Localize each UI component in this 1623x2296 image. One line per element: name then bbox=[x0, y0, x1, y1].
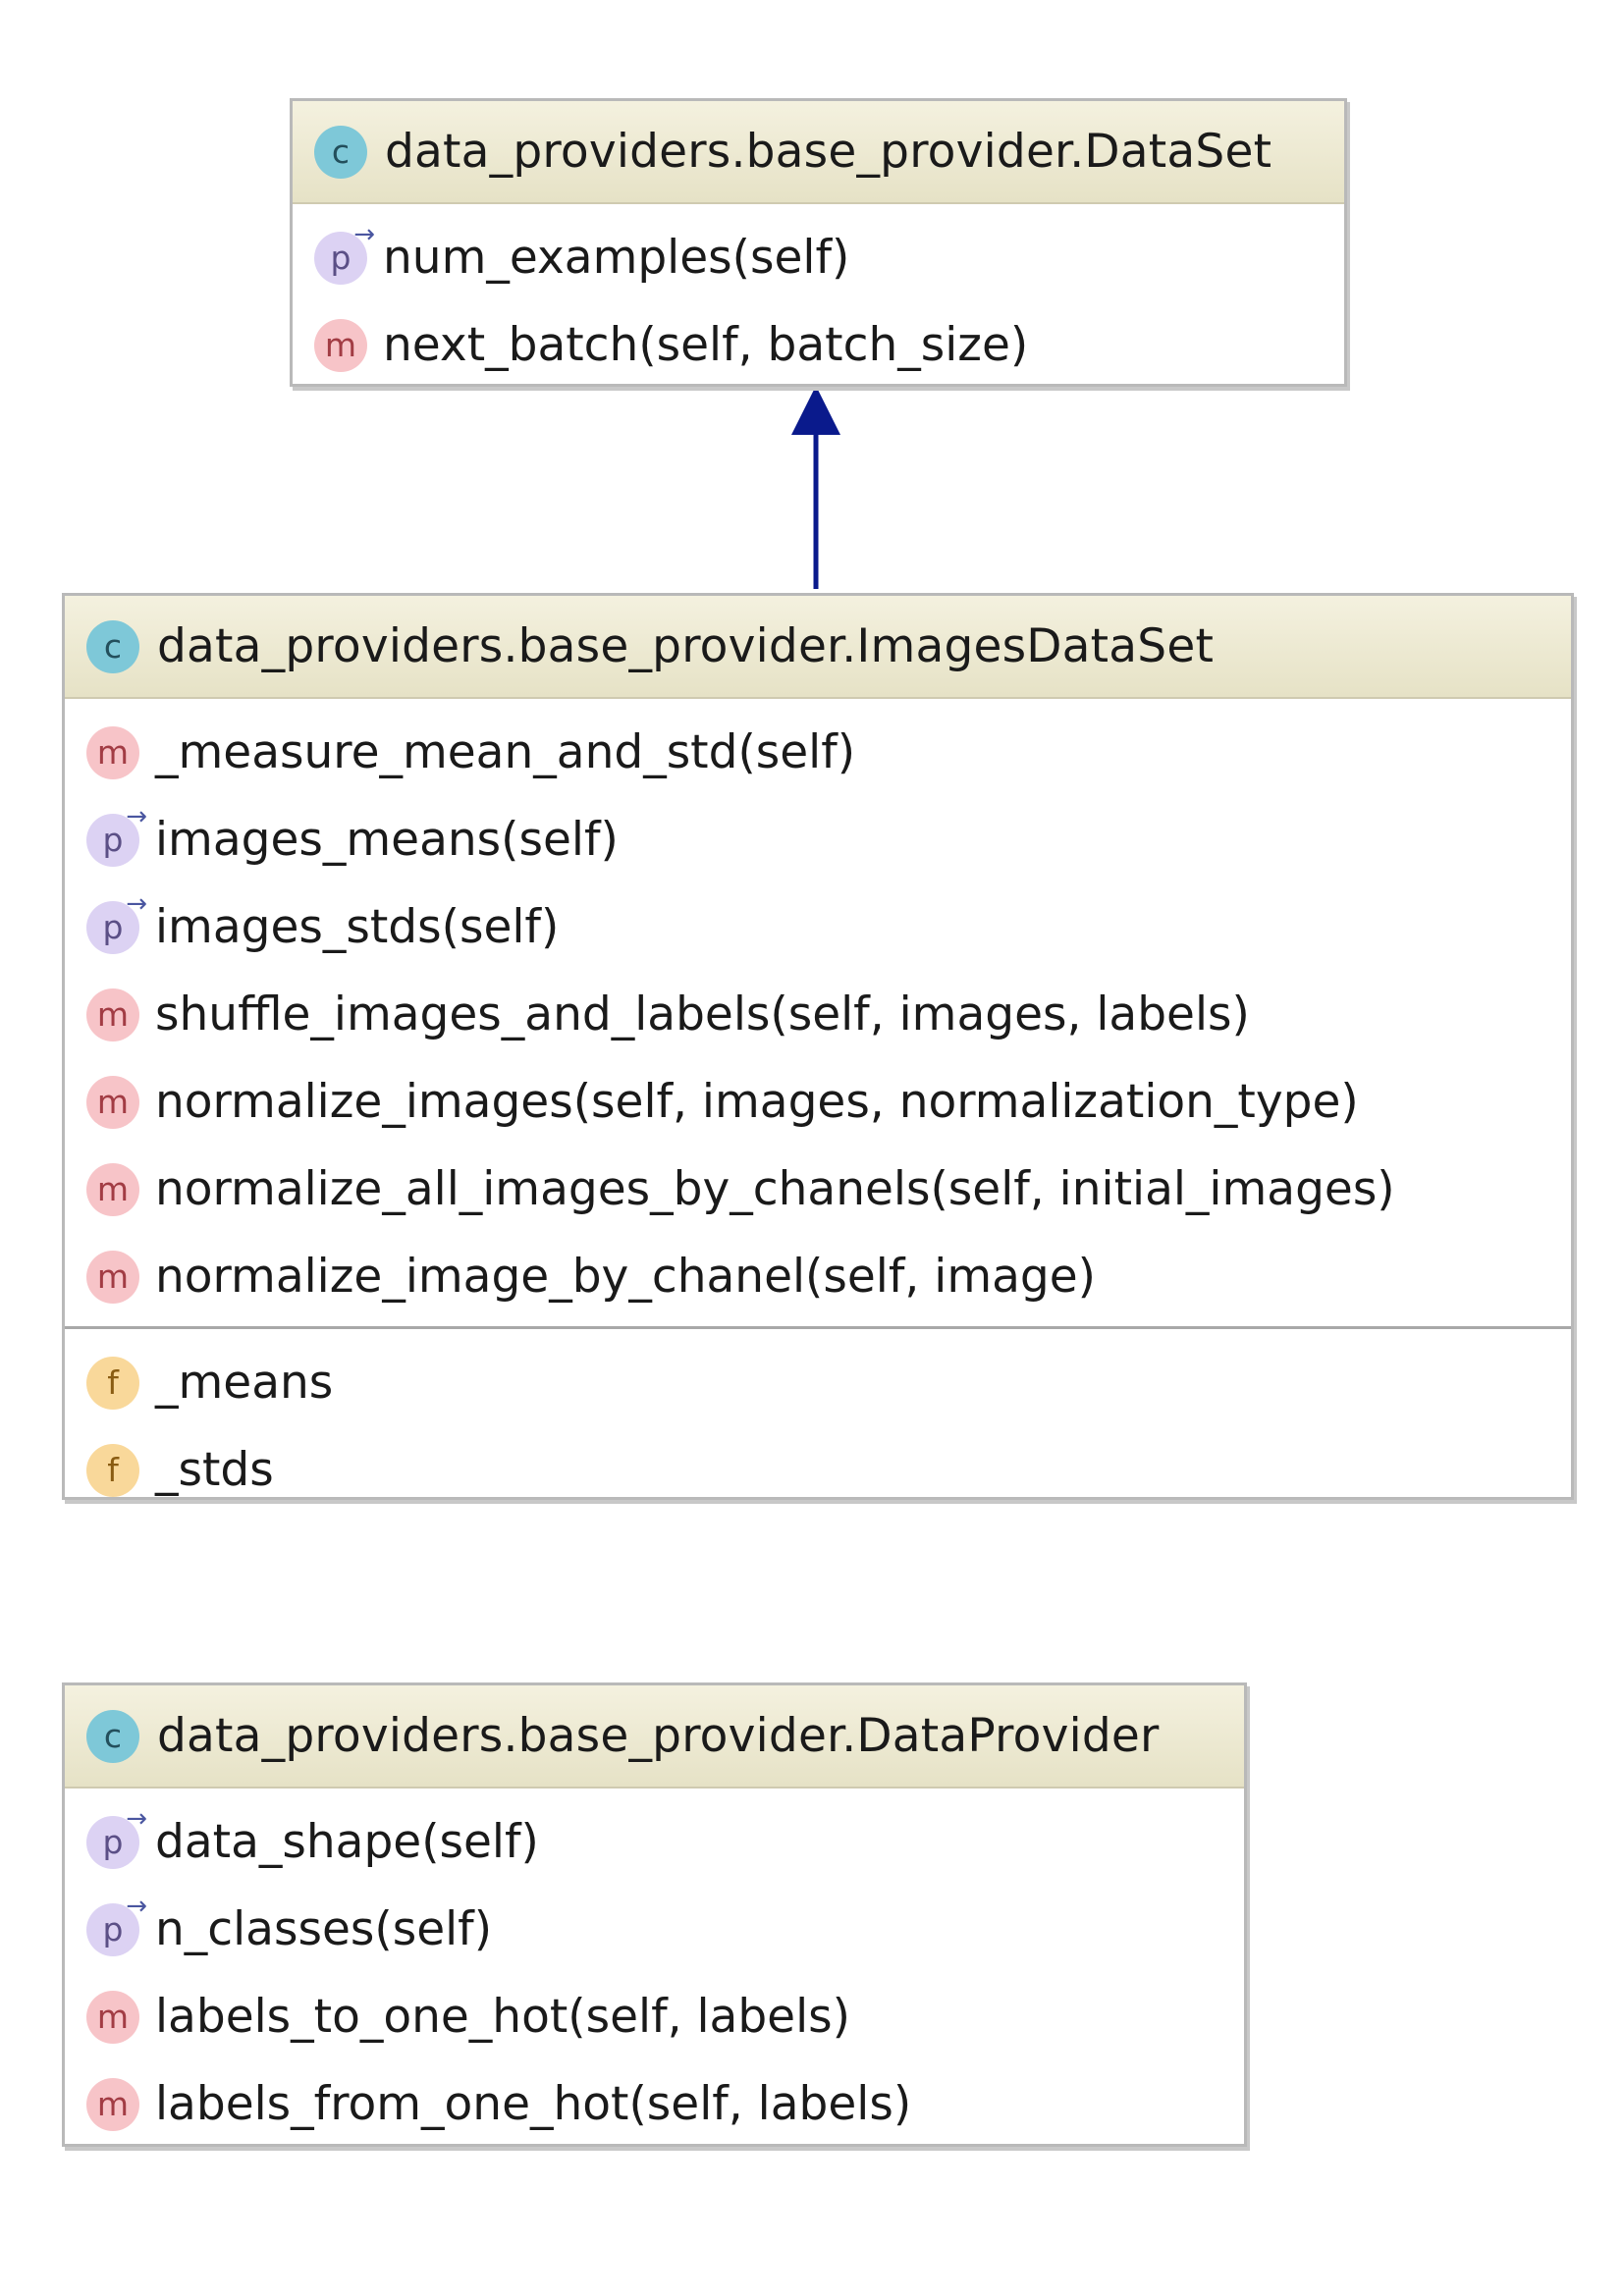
class-title: data_providers.base_provider.DataProvide… bbox=[157, 1709, 1160, 1763]
method-icon: m bbox=[86, 1250, 139, 1304]
property-icon: p→ bbox=[86, 804, 147, 867]
method-list: m _measure_mean_and_std(self) p→ images_… bbox=[65, 699, 1571, 1326]
member-label: data_shape(self) bbox=[155, 1815, 539, 1869]
method-item[interactable]: m normalize_images(self, images, normali… bbox=[65, 1058, 1571, 1146]
class-header: c data_providers.base_provider.DataProvi… bbox=[65, 1685, 1244, 1789]
member-label: _stds bbox=[155, 1443, 274, 1497]
property-item[interactable]: p→ images_means(self) bbox=[65, 796, 1571, 883]
property-icon: p→ bbox=[86, 1806, 147, 1869]
method-list: p→ num_examples(self) m next_batch(self,… bbox=[293, 204, 1344, 395]
class-icon: c bbox=[86, 1709, 139, 1763]
method-icon: m bbox=[86, 725, 139, 779]
method-list: p→ data_shape(self) p→ n_classes(self) m… bbox=[65, 1789, 1244, 2154]
property-item[interactable]: p→ num_examples(self) bbox=[293, 214, 1344, 301]
property-icon: p→ bbox=[86, 891, 147, 954]
field-list: f _means f _stds bbox=[65, 1326, 1571, 1520]
field-icon: f bbox=[86, 1356, 139, 1410]
method-icon: m bbox=[86, 2077, 139, 2131]
property-item[interactable]: p→ n_classes(self) bbox=[65, 1886, 1244, 1973]
inheritance-arrowhead bbox=[791, 386, 840, 435]
property-item[interactable]: p→ data_shape(self) bbox=[65, 1798, 1244, 1886]
class-header: c data_providers.base_provider.ImagesDat… bbox=[65, 596, 1571, 699]
member-label: normalize_image_by_chanel(self, image) bbox=[155, 1250, 1097, 1304]
member-label: next_batch(self, batch_size) bbox=[383, 318, 1029, 372]
member-label: n_classes(self) bbox=[155, 1902, 493, 1956]
method-item[interactable]: m labels_to_one_hot(self, labels) bbox=[65, 1973, 1244, 2060]
field-item[interactable]: f _means bbox=[65, 1339, 1571, 1426]
member-label: labels_to_one_hot(self, labels) bbox=[155, 1990, 850, 2044]
class-imagesdataset[interactable]: c data_providers.base_provider.ImagesDat… bbox=[62, 593, 1574, 1500]
member-label: images_means(self) bbox=[155, 813, 619, 867]
member-label: normalize_all_images_by_chanels(self, in… bbox=[155, 1162, 1395, 1216]
member-label: num_examples(self) bbox=[383, 231, 850, 285]
member-label: images_stds(self) bbox=[155, 900, 560, 954]
class-icon: c bbox=[314, 125, 367, 179]
method-item[interactable]: m labels_from_one_hot(self, labels) bbox=[65, 2060, 1244, 2148]
method-item[interactable]: m normalize_image_by_chanel(self, image) bbox=[65, 1233, 1571, 1320]
method-item[interactable]: m _measure_mean_and_std(self) bbox=[65, 709, 1571, 796]
member-label: labels_from_one_hot(self, labels) bbox=[155, 2077, 912, 2131]
class-icon: c bbox=[86, 619, 139, 673]
method-item[interactable]: m normalize_all_images_by_chanels(self, … bbox=[65, 1146, 1571, 1233]
method-icon: m bbox=[86, 1990, 139, 2044]
method-item[interactable]: m shuffle_images_and_labels(self, images… bbox=[65, 971, 1571, 1058]
method-icon: m bbox=[86, 1162, 139, 1216]
method-icon: m bbox=[86, 988, 139, 1041]
class-header: c data_providers.base_provider.DataSet bbox=[293, 101, 1344, 204]
property-item[interactable]: p→ images_stds(self) bbox=[65, 883, 1571, 971]
class-dataprovider[interactable]: c data_providers.base_provider.DataProvi… bbox=[62, 1682, 1247, 2147]
member-label: _means bbox=[155, 1356, 334, 1410]
member-label: _measure_mean_and_std(self) bbox=[155, 725, 856, 779]
method-icon: m bbox=[86, 1075, 139, 1129]
method-icon: m bbox=[314, 318, 367, 372]
class-title: data_providers.base_provider.ImagesDataS… bbox=[157, 619, 1215, 673]
property-icon: p→ bbox=[314, 222, 375, 285]
method-item[interactable]: m next_batch(self, batch_size) bbox=[293, 301, 1344, 389]
field-icon: f bbox=[86, 1443, 139, 1497]
field-item[interactable]: f _stds bbox=[65, 1426, 1571, 1514]
class-title: data_providers.base_provider.DataSet bbox=[385, 125, 1272, 179]
class-dataset[interactable]: c data_providers.base_provider.DataSet p… bbox=[290, 98, 1347, 387]
property-icon: p→ bbox=[86, 1894, 147, 1956]
member-label: shuffle_images_and_labels(self, images, … bbox=[155, 988, 1250, 1041]
member-label: normalize_images(self, images, normaliza… bbox=[155, 1075, 1359, 1129]
